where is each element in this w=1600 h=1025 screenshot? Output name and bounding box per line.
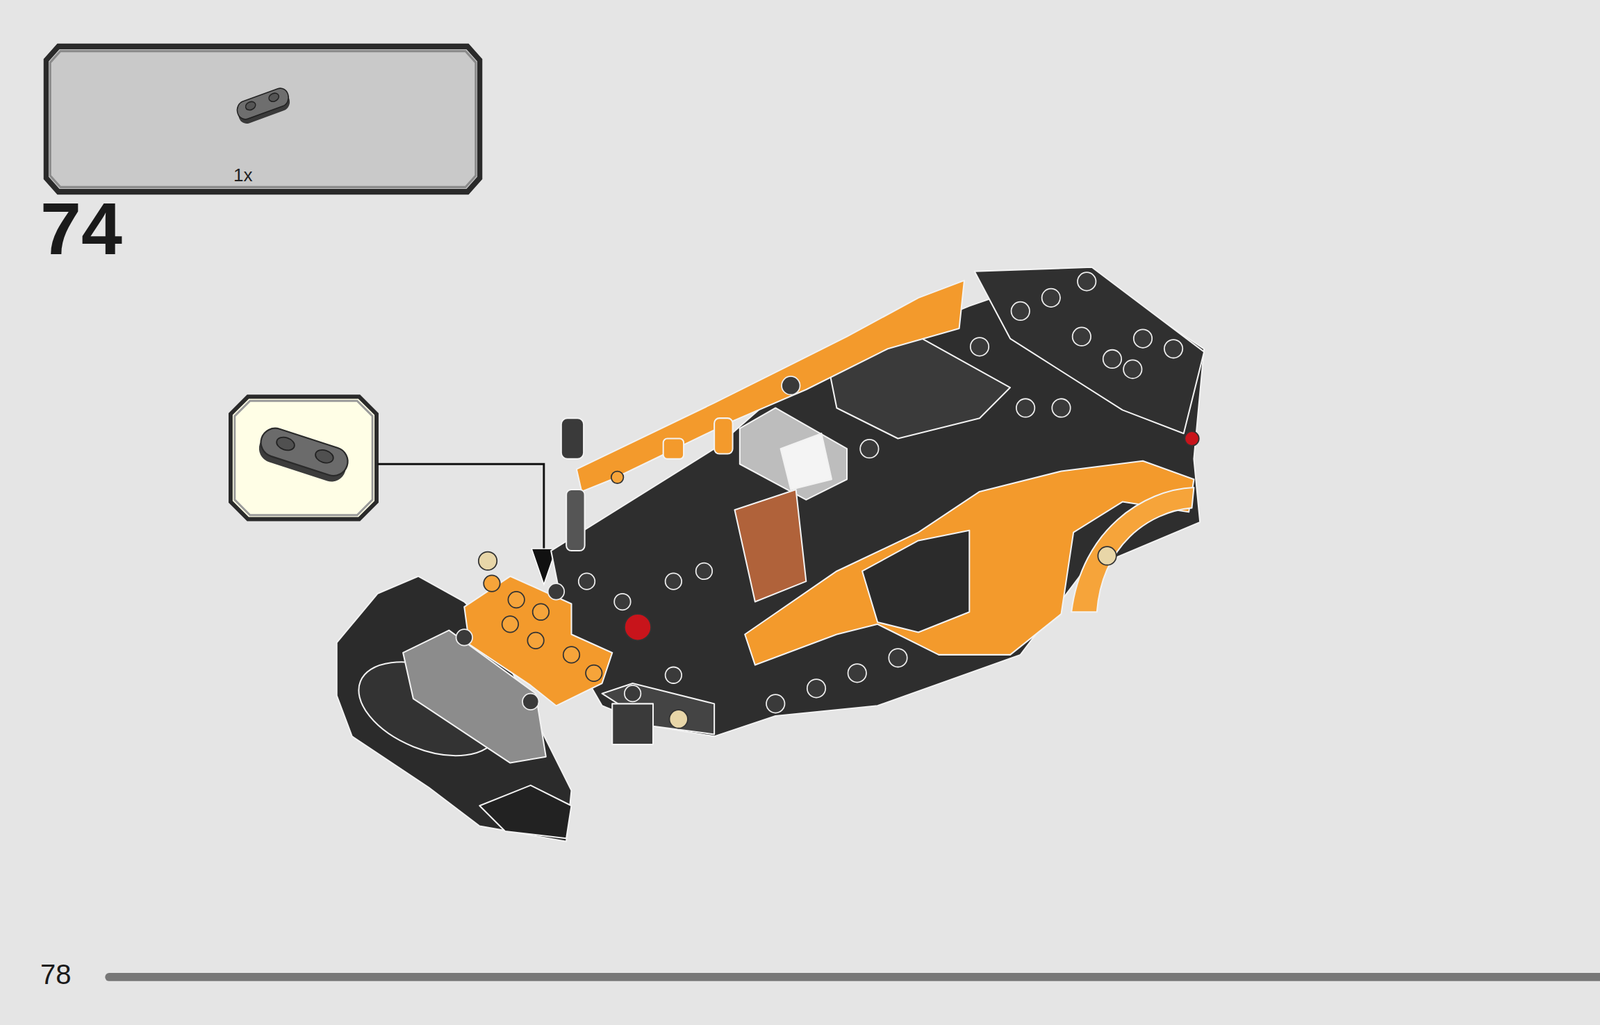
- parts-list-box: 1x: [43, 43, 483, 196]
- page-bar: [104, 973, 1600, 982]
- studs: [456, 272, 1200, 729]
- page-number: 78: [40, 960, 72, 989]
- callout-box: [230, 396, 377, 519]
- parts-box-outline: [43, 43, 483, 196]
- plate-part: [254, 424, 351, 485]
- car-model: [336, 267, 1204, 843]
- step-number: 74: [40, 191, 123, 266]
- quantity-text: 1x: [233, 166, 253, 185]
- leader-line: [377, 464, 544, 563]
